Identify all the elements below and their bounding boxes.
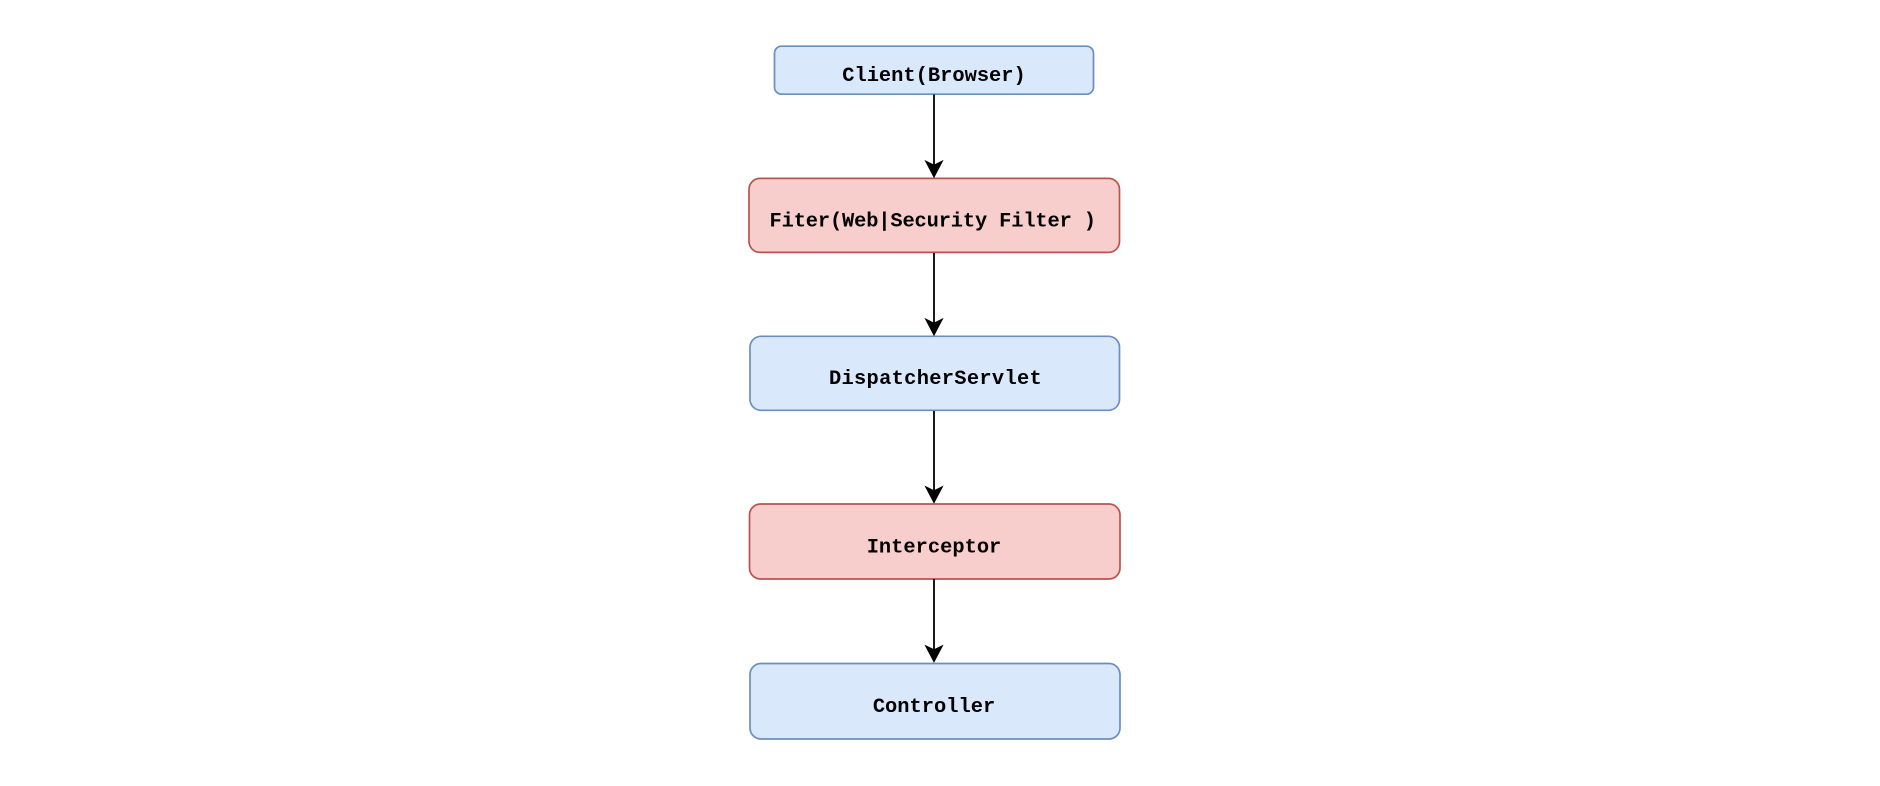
svg-text:DispatcherServlet: DispatcherServlet (829, 368, 1042, 391)
svg-text:Client(Browser): Client(Browser) (842, 65, 1026, 88)
svg-text:Controller: Controller (873, 696, 995, 719)
svg-text:Fiter(Web|Security Filter ): Fiter(Web|Security Filter ) (770, 210, 1096, 233)
svg-text:Interceptor: Interceptor (867, 537, 1002, 560)
